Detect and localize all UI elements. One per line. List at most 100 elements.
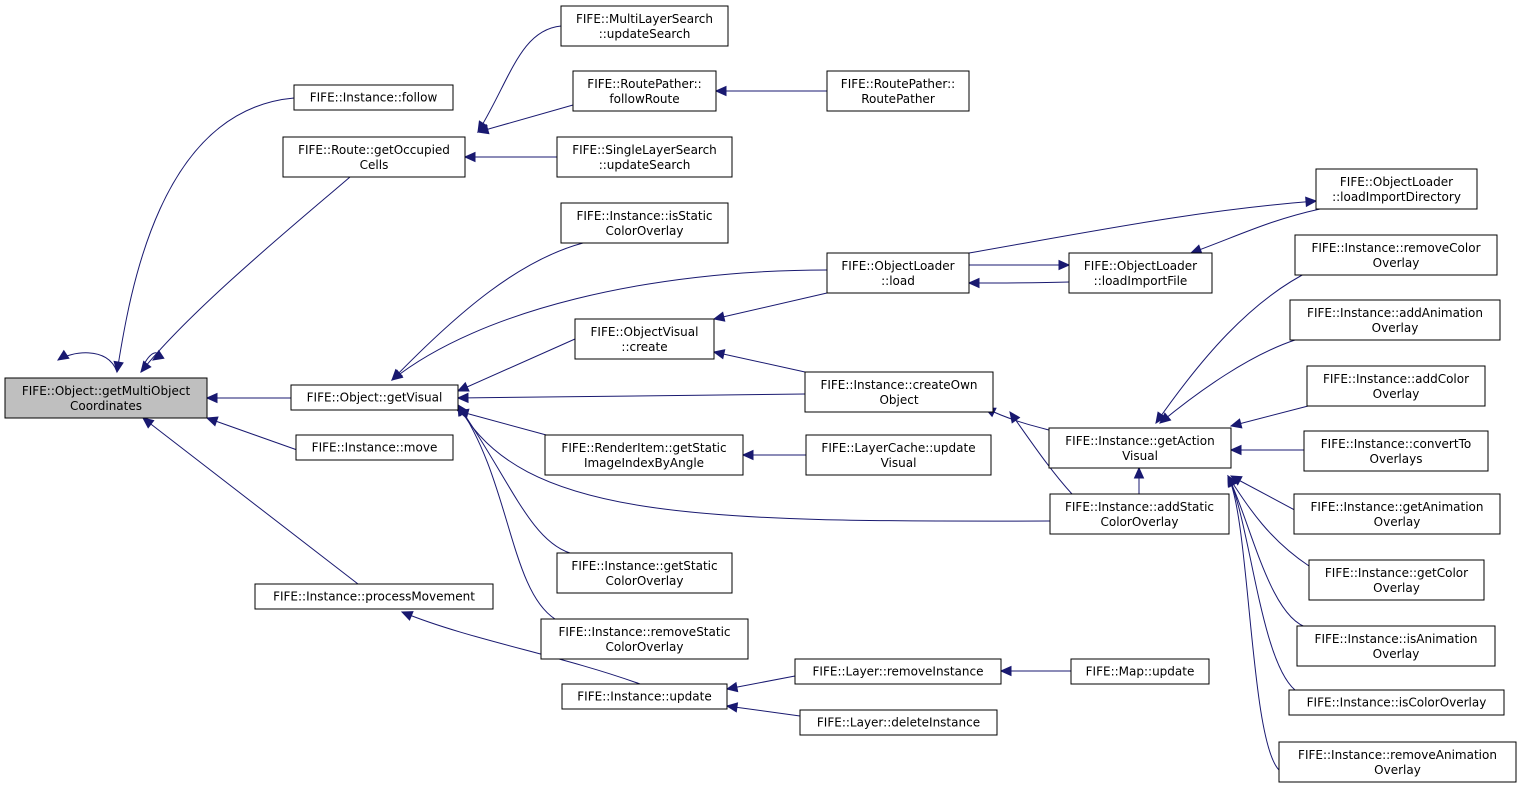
edge-line [401,611,641,685]
node-label: FIFE::Layer::removeInstance [813,665,984,679]
node-n6[interactable]: FIFE::MultiLayerSearch::updateSearch [560,5,729,47]
edge-line [116,97,295,373]
node-label: ::loadImportDirectory [1332,190,1461,204]
edge-n22-to-n5 [400,611,641,685]
node-label: FIFE::RenderItem::getStatic [561,441,726,455]
edge-n24-to-n23 [999,665,1071,677]
edge-line [1190,208,1321,254]
edge-arrowhead [741,449,754,461]
edge-n33-to-n16 [1227,474,1296,691]
node-label: FIFE::Instance::isAnimation [1315,632,1478,646]
node-n3[interactable]: FIFE::Object::getVisual [290,384,459,411]
edge-line [968,281,1070,284]
edge-arrowhead [1227,474,1238,488]
node-n25[interactable]: FIFE::Layer::deleteInstance [799,709,998,736]
node-label: FIFE::Instance::processMovement [273,590,475,604]
node-label: Coordinates [70,399,142,413]
edge-arrowhead [714,85,727,97]
edge-line [391,242,584,381]
node-box [794,658,1002,685]
edge-n14-to-n3 [456,338,576,392]
edge-arrowhead [1159,412,1172,424]
edge-line [1159,339,1296,424]
edge-arrowhead [151,349,165,361]
edge-n29-to-n16 [1229,444,1304,456]
edge-arrowhead [142,417,155,429]
edge-n11-to-n13 [968,196,1318,254]
node-n23[interactable]: FIFE::Layer::removeInstance [794,658,1002,685]
edge-line [726,675,796,690]
node-box [254,583,494,610]
edge-arrowhead [1058,259,1071,271]
node-box [826,252,970,294]
edge-arrowhead [1133,466,1145,479]
node-box [560,202,729,244]
node-box [1306,365,1486,407]
node-n5[interactable]: FIFE::Instance::processMovement [254,583,494,610]
node-n4[interactable]: FIFE::Instance::move [295,434,454,461]
edge-line [968,200,1317,254]
node-label: FIFE::RoutePather:: [841,77,955,91]
edge-line [726,705,801,717]
node-n7[interactable]: FIFE::RoutePather::followRoute [572,70,717,112]
node-n33[interactable]: FIFE::Instance::isColorOverlay [1288,689,1505,716]
node-box [560,5,729,47]
edge-line [477,25,562,133]
node-n14[interactable]: FIFE::ObjectVisual::create [574,318,715,360]
node-box [799,709,998,736]
node-n9[interactable]: FIFE::SingleLayerSearch::updateSearch [556,136,733,178]
edges [56,25,1321,771]
node-label: FIFE::ObjectLoader [841,259,954,273]
node-label: FIFE::Object::getVisual [307,391,443,405]
edge-line [391,269,828,381]
node-box [1296,625,1496,667]
edge-n34-to-n16 [1227,474,1280,771]
node-n8[interactable]: FIFE::RoutePather::RoutePather [826,70,970,112]
node-n17[interactable]: FIFE::RenderItem::getStaticImageIndexByA… [544,434,744,476]
node-n24[interactable]: FIFE::Map::update [1070,658,1210,685]
node-n22[interactable]: FIFE::Instance::update [561,683,728,710]
edge-n11-to-n3 [391,269,828,381]
edge-arrowhead [1009,411,1021,424]
node-box [540,618,749,660]
edge-line [457,404,1051,522]
edge-n23-to-n22 [725,675,796,693]
node-n12[interactable]: FIFE::ObjectLoader::loadImportFile [1068,252,1213,294]
edge-arrowhead [712,311,726,322]
node-box [556,136,733,178]
node-n13[interactable]: FIFE::ObjectLoader::loadImportDirectory [1315,168,1478,210]
edge-n19-to-n16 [1133,466,1145,494]
edge-line [713,292,828,320]
node-label: Overlays [1370,452,1423,466]
edge-n17-to-n3 [456,408,551,437]
edge-line [1227,475,1280,771]
node-box [295,434,454,461]
edge-n21-to-n3 [457,403,556,620]
edge-arrowhead [456,381,470,392]
node-label: FIFE::Instance::convertTo [1321,437,1471,451]
node-label: Overlay [1373,387,1420,401]
edge-n5-to-n0 [142,417,359,585]
node-label: ImageIndexByAngle [584,456,704,470]
node-n1[interactable]: FIFE::Instance::follow [293,84,454,111]
edge-arrowhead [967,277,980,289]
edge-line [1227,475,1310,629]
node-n11[interactable]: FIFE::ObjectLoader::load [826,252,970,294]
